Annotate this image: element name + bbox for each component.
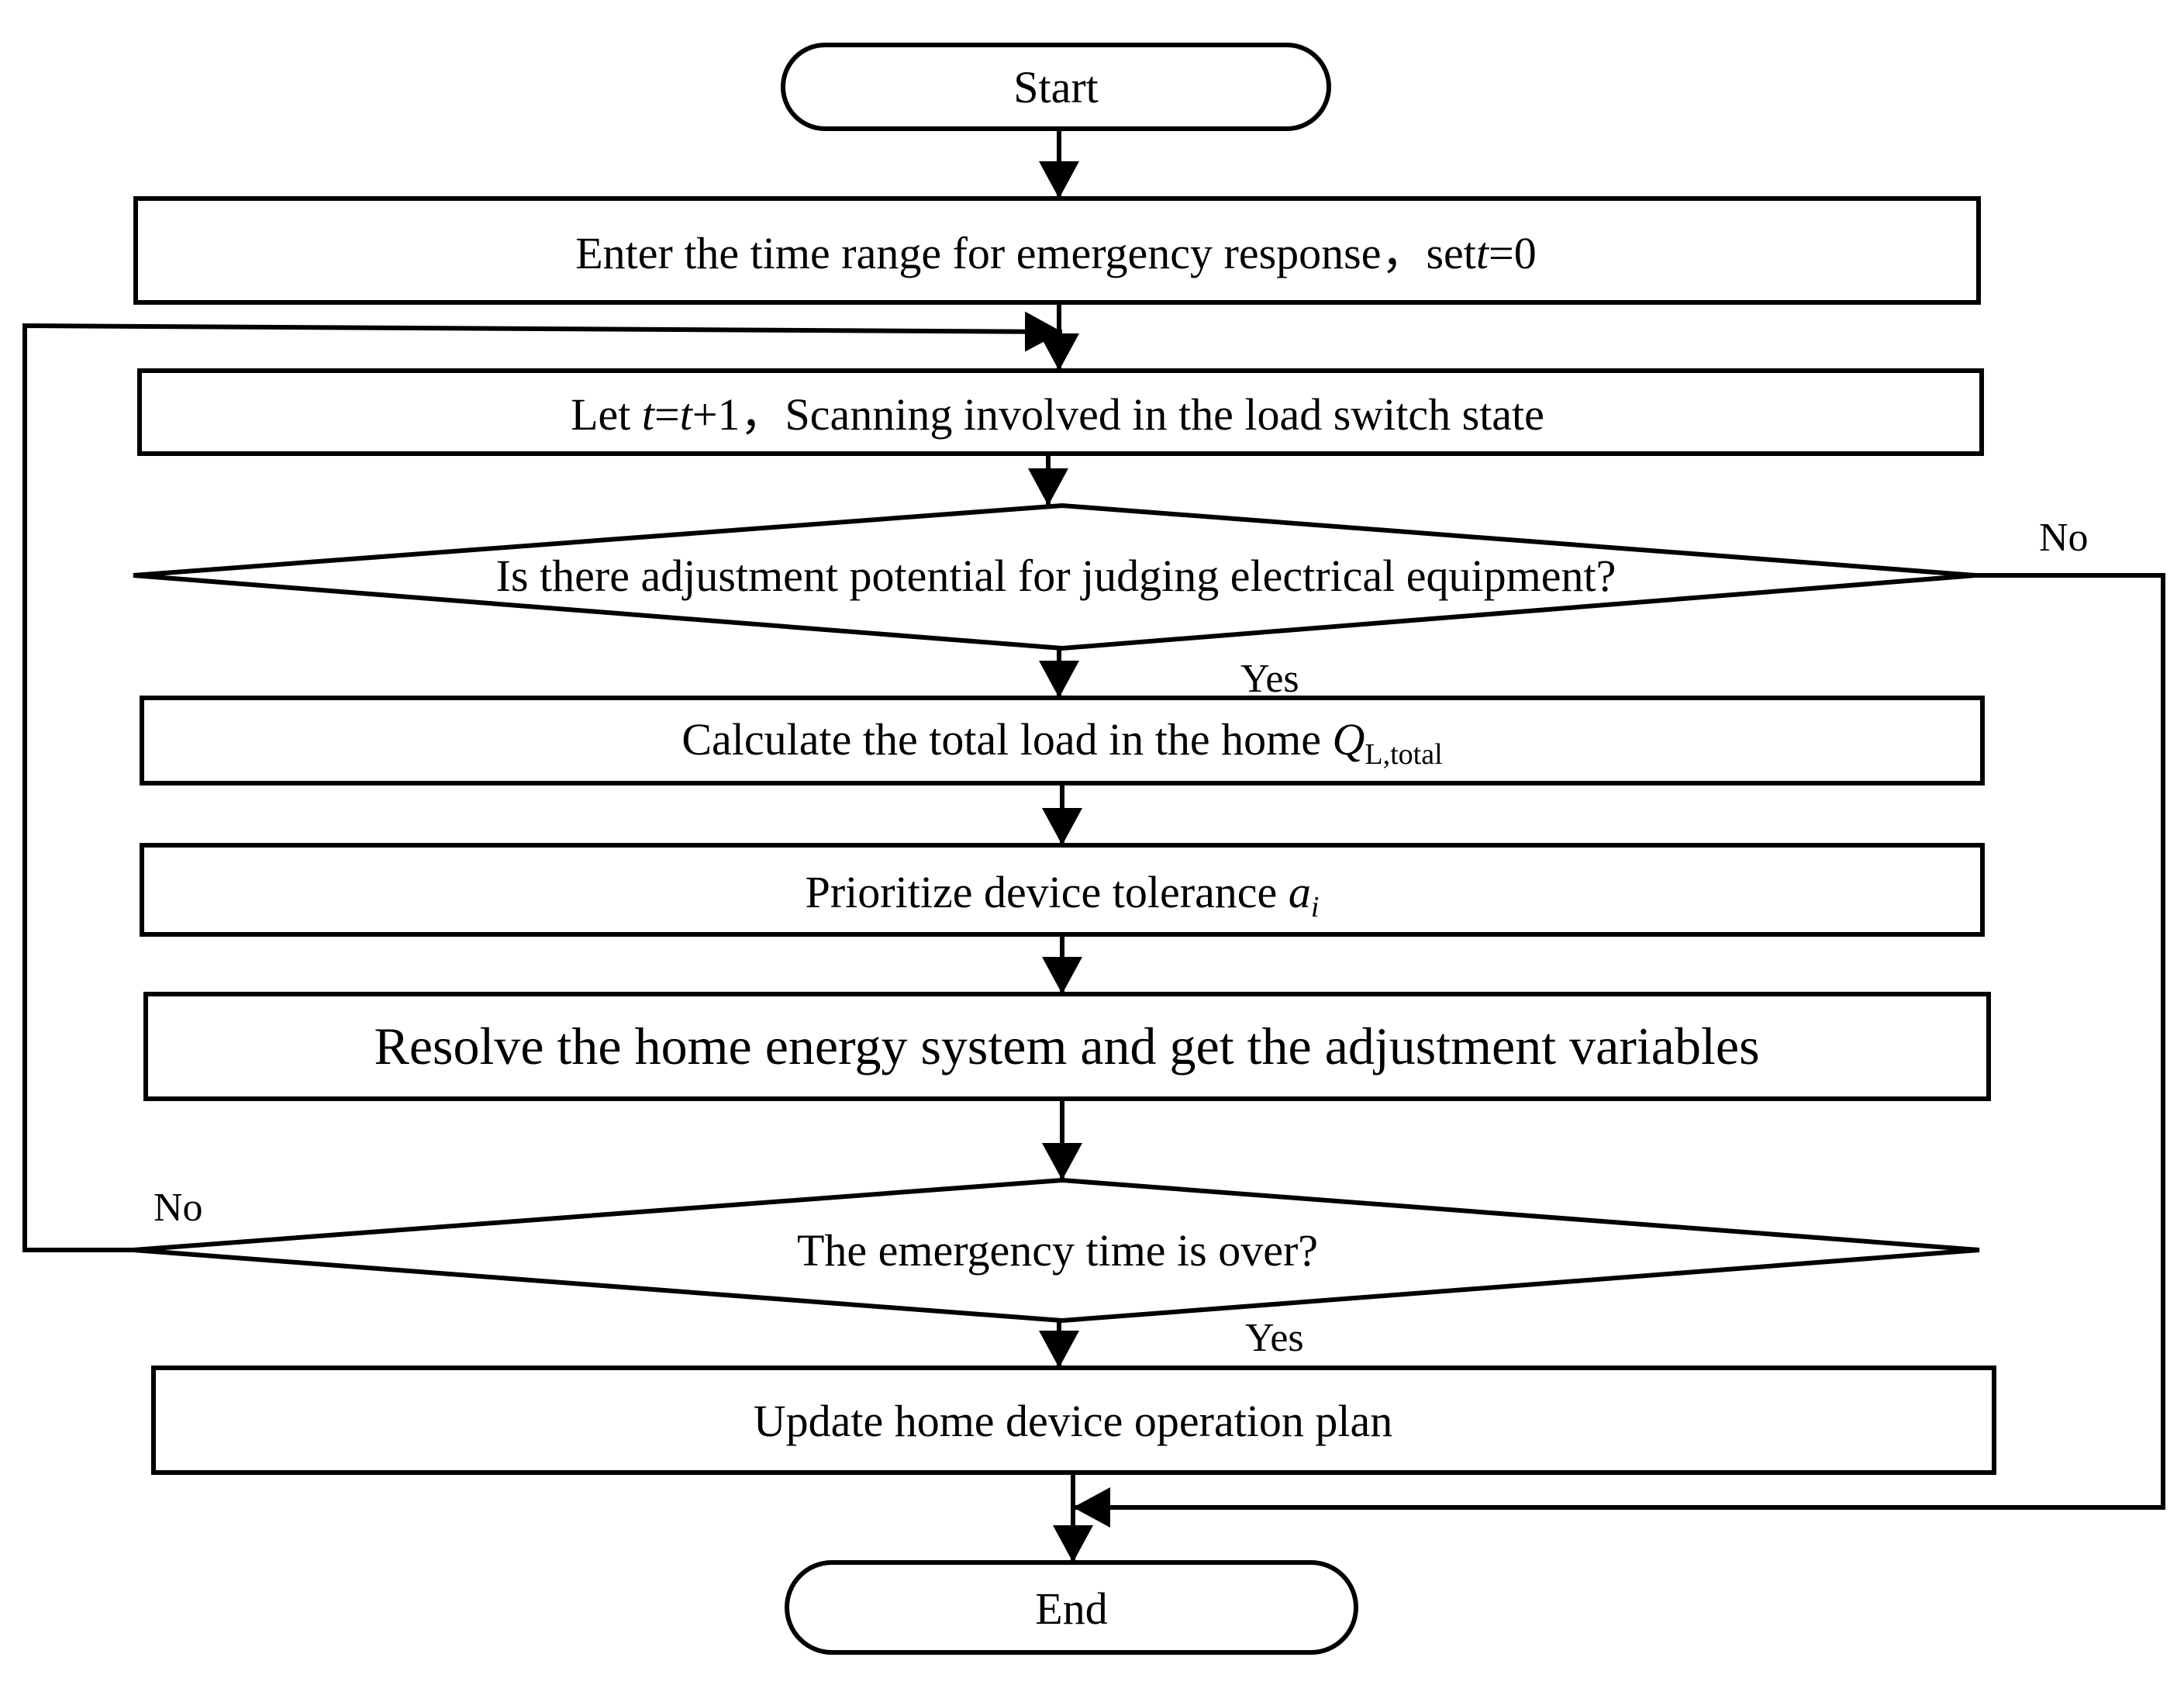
prioritize-label: Prioritize device tolerance ai	[806, 867, 1320, 924]
time-over-no-label: No	[154, 1186, 203, 1230]
calc-total-load-label: Calculate the total load in the home QL,…	[681, 714, 1442, 771]
start-label: Start	[1013, 62, 1099, 112]
start-terminal	[781, 43, 1331, 131]
potential-no-label: No	[2039, 516, 2089, 560]
update-plan-label: Update home device operation plan	[754, 1396, 1393, 1446]
update-plan-box	[151, 1366, 1996, 1475]
enter-time-range-label: Enter the time range for emergency respo…	[575, 228, 1537, 278]
potential-no-to-end	[1073, 573, 2165, 1528]
time-over-decision	[133, 1177, 1980, 1324]
resolve-label: Resolve the home energy system and get t…	[374, 1017, 1759, 1076]
calc-total-load-box	[140, 696, 1985, 786]
end-label: End	[1035, 1583, 1107, 1634]
loop-no-back-to-let	[22, 311, 1063, 1252]
time-over-decision-label: The emergency time is over?	[797, 1225, 1318, 1276]
time-over-yes-label: Yes	[1245, 1316, 1304, 1360]
enter-time-range-box	[133, 196, 1981, 305]
let-t-label: Let t=t+1，Scanning involved in the load …	[571, 389, 1544, 440]
potential-yes-label: Yes	[1240, 657, 1299, 701]
resolve-box	[143, 992, 1991, 1101]
potential-decision-label: Is there adjustment potential for judgin…	[496, 551, 1616, 601]
